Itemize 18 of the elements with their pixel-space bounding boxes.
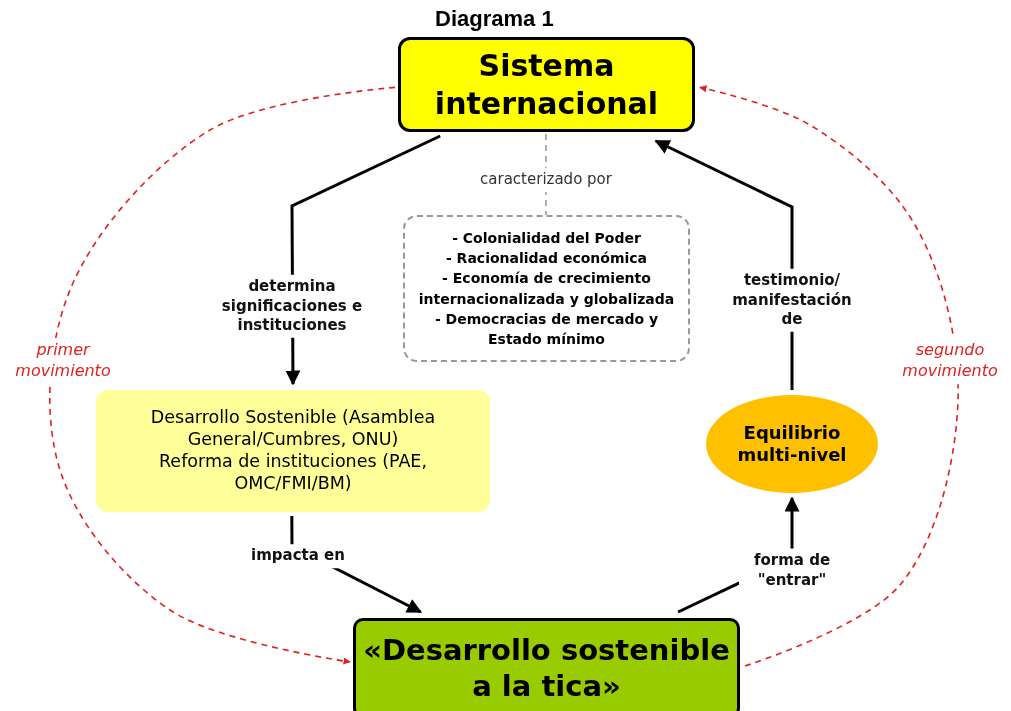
- node-text: - Racionalidad económica: [444, 248, 649, 268]
- node-text: - Economía de crecimiento internacionalizada y globalizada: [417, 269, 676, 309]
- node-text: - Democracias de mercado y Estado mínimo: [433, 309, 660, 350]
- node-text: Desarrollo Sostenible (Asamblea General/Cumbres, ONU): [149, 407, 437, 451]
- edge-label: segundo movimiento: [899, 338, 1001, 384]
- arrow: [699, 85, 959, 667]
- node-text: Equilibrio multi-nivel: [736, 421, 848, 467]
- diagram-title: Diagrama 1: [435, 6, 554, 32]
- process-box: [353, 618, 740, 711]
- note-box: [403, 215, 690, 362]
- node-text: Sistema internacional: [433, 47, 660, 122]
- node-text: Reforma de instituciones (PAE, OMC/FMI/BM): [158, 451, 428, 495]
- process-box: [398, 37, 695, 132]
- edge-label: caracterizado por: [477, 168, 615, 192]
- node-text: «Desarrollo sostenible a la tica»: [362, 631, 731, 705]
- process-box: [96, 390, 490, 512]
- node-text: - Colonialidad del Poder: [451, 228, 642, 248]
- arrow: [49, 86, 396, 665]
